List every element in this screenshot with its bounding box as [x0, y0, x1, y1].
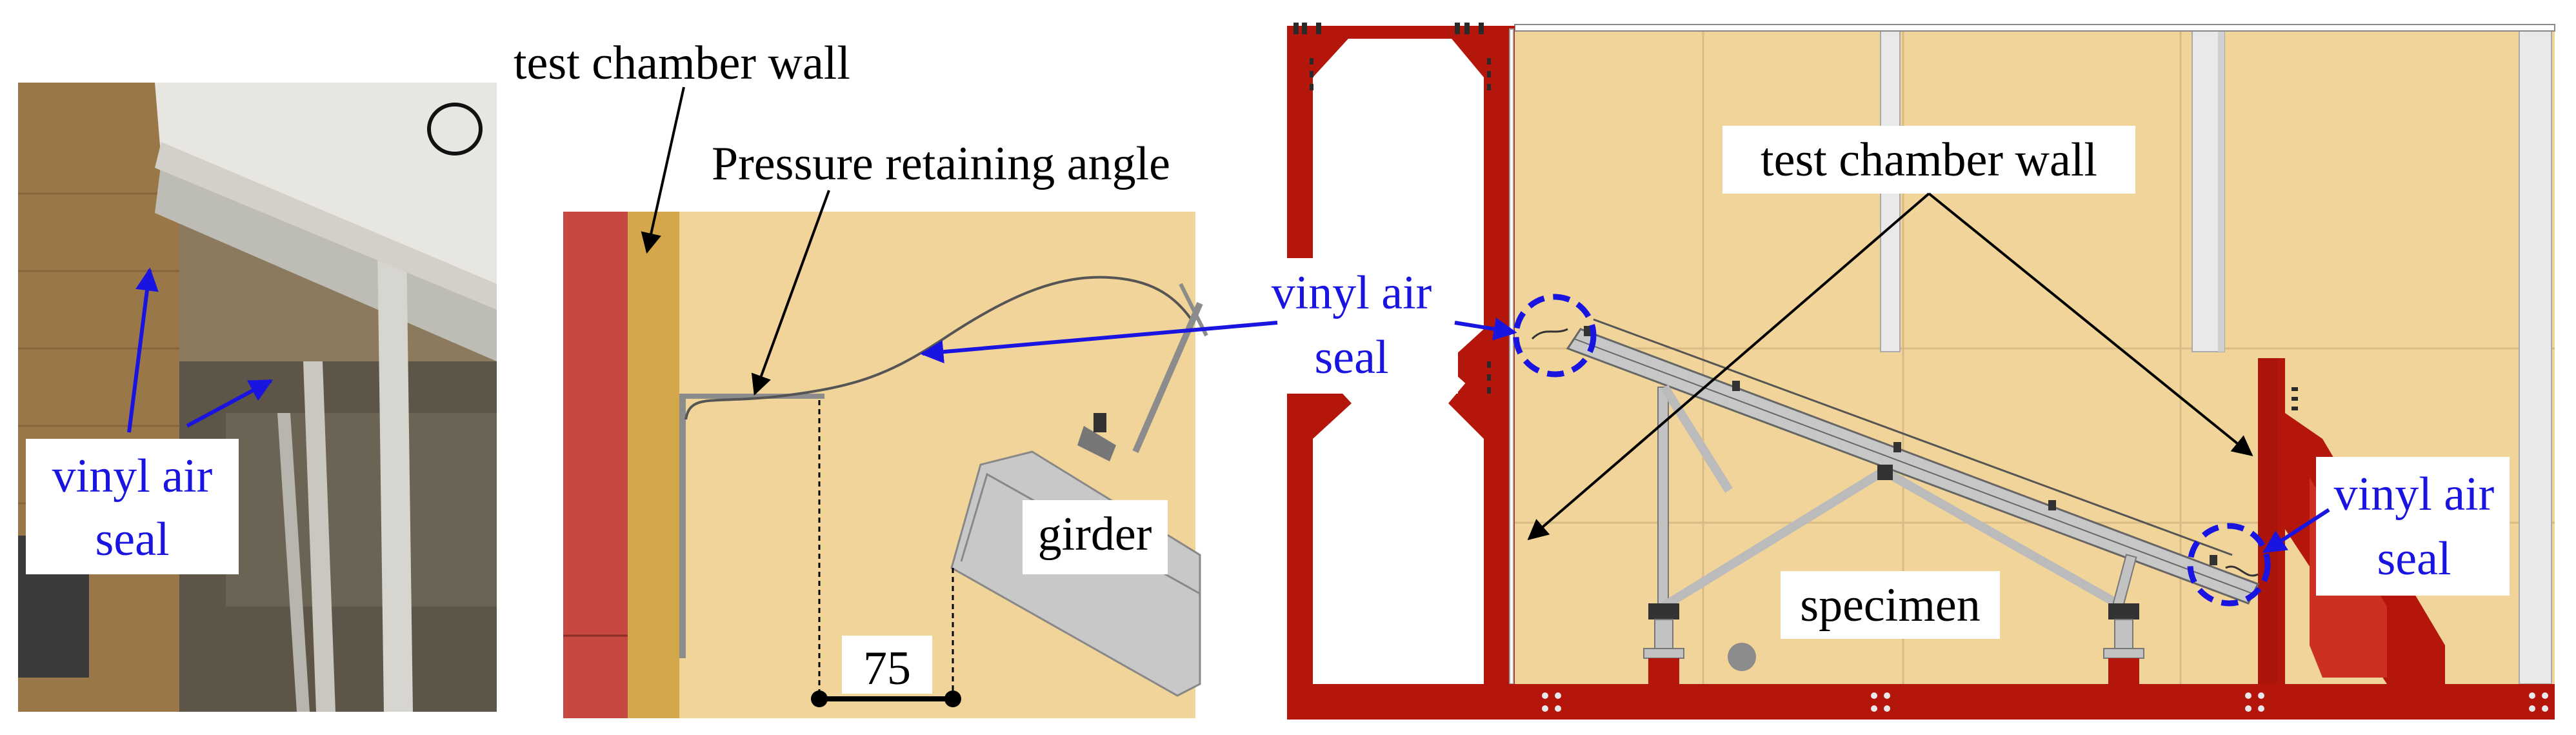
photo-arrow-lower: [186, 379, 274, 428]
dimension-label: 75: [863, 642, 911, 695]
seal-circle-right: [2187, 523, 2271, 607]
elevation-panel: vinyl air seal vinyl air seal test chamb…: [920, 23, 2555, 720]
photo-seal-label-line2: seal: [95, 513, 169, 566]
seal-left-line2: seal: [1314, 331, 1388, 384]
photo-arrow-upper: [127, 267, 159, 433]
elevation-wall-arrow-left: [1527, 192, 1930, 541]
specimen-truss: [1531, 318, 2260, 684]
photo-panel: vinyl air seal: [18, 83, 497, 712]
seal-right-line1: vinyl air: [2334, 468, 2495, 521]
angle-horizontal-leg: [679, 394, 824, 399]
detail-wall-arrow: [641, 86, 685, 254]
seal-right-line2: seal: [2377, 532, 2451, 585]
seal-circle-left: [1513, 294, 1597, 378]
detail-vinyl-seal: [684, 276, 1195, 420]
elevation-wall-label: test chamber wall: [1761, 134, 2097, 186]
angle-arrow: [751, 190, 830, 396]
specimen-label: specimen: [1800, 579, 1980, 632]
elevation-wall-arrow-right: [1928, 192, 2253, 457]
seal-arrow-right: [2262, 508, 2330, 554]
seal-arrow-to-detail: [920, 321, 1278, 364]
detail-wall-brown: [628, 212, 679, 718]
photo-seal-label-line1: vinyl air: [52, 450, 213, 503]
seal-arrow-left: [1454, 317, 1517, 341]
detail-wall-label: test chamber wall: [514, 37, 850, 90]
angle-vertical-leg: [679, 394, 686, 658]
detail-panel: girder 75 test chamber wall Pressure ret…: [514, 37, 1208, 718]
seal-left-line1: vinyl air: [1272, 267, 1432, 319]
girder-label: girder: [1038, 508, 1152, 561]
detail-wall-red: [563, 212, 628, 718]
bottom-red-beam: [1287, 684, 2555, 720]
angle-label: Pressure retaining angle: [712, 137, 1170, 190]
